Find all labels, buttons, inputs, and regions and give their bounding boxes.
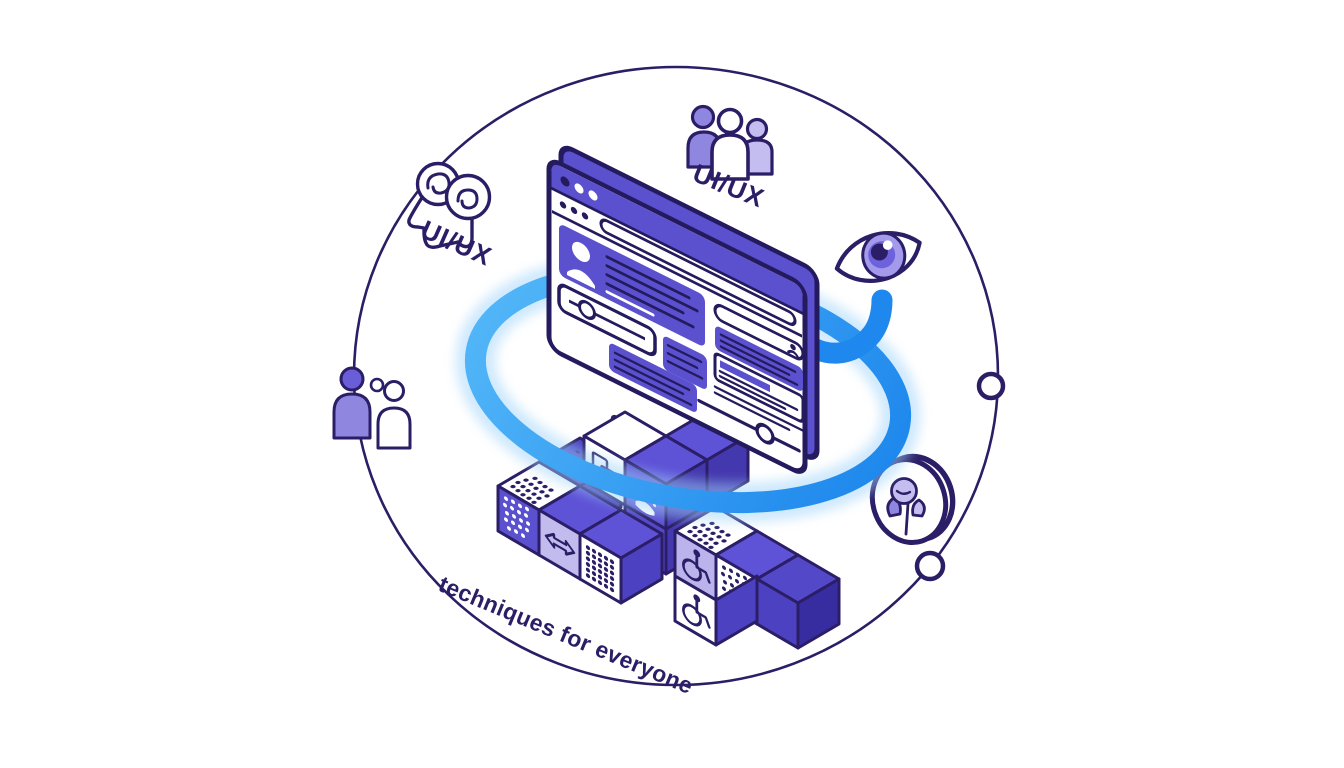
search-slider-icon: [557, 283, 657, 357]
avatar-icon: [567, 241, 595, 289]
signin-pill: [713, 303, 805, 361]
cube-plain: [755, 553, 841, 650]
signin-user-icon: [787, 344, 799, 358]
window-titlebar: [551, 164, 803, 314]
content-block: [609, 343, 697, 412]
url-bar: [599, 218, 797, 327]
tagline-label: techniques for everyone: [435, 571, 697, 699]
flower-badge-icon: [869, 453, 956, 545]
user-group-icon: [686, 104, 774, 181]
content-block: [663, 336, 707, 389]
content-block: [715, 326, 803, 391]
brain-head-icon: [407, 161, 492, 249]
content-block: [713, 352, 805, 423]
orbit-node-icon: [976, 371, 1006, 401]
range-slider-icon: [697, 398, 801, 453]
profile-card: [559, 225, 705, 346]
cube-wheelchair: [673, 574, 759, 647]
orbit-node-icon: [914, 550, 946, 582]
people-pair-icon: [332, 366, 412, 450]
uiux-label-left: UI/UX: [417, 214, 497, 272]
cube-dot-grid: [578, 508, 664, 605]
eye-icon: [834, 231, 922, 283]
window-controls: [559, 176, 598, 220]
browser-window: [546, 145, 820, 474]
